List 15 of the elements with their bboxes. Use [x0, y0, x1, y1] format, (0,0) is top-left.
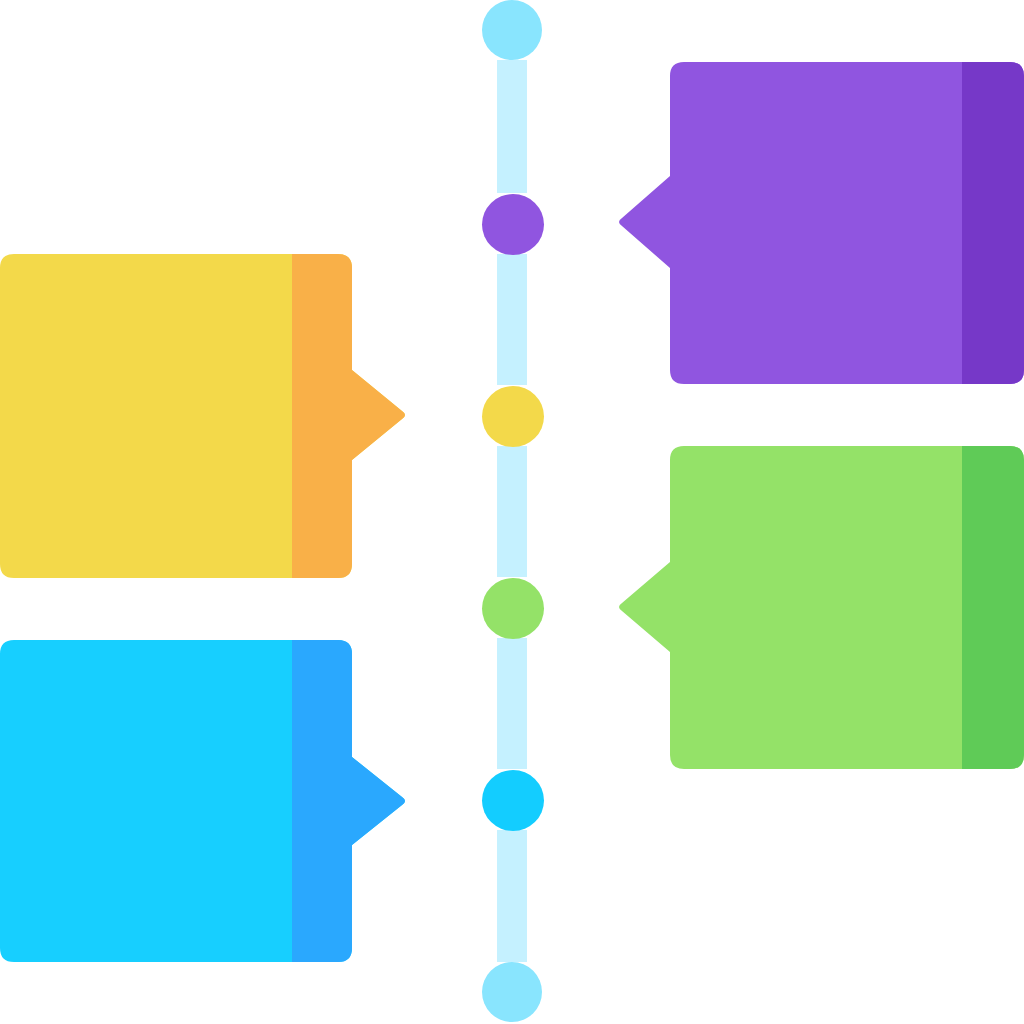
- timeline-line: [497, 830, 527, 962]
- timeline-line: [497, 638, 527, 769]
- speech-bubble: [0, 254, 408, 578]
- timeline-dot: [482, 962, 542, 1022]
- timeline-line: [497, 446, 527, 577]
- timeline-line: [497, 60, 527, 193]
- timeline-dot: [481, 577, 543, 638]
- timeline-line: [497, 254, 527, 385]
- speech-bubble: [616, 446, 1024, 769]
- timeline-dot: [481, 193, 543, 254]
- timeline-dot: [482, 0, 542, 60]
- timeline-dot: [481, 385, 543, 446]
- speech-bubble: [616, 62, 1024, 384]
- speech-bubble: [0, 639, 408, 961]
- timeline-dot: [481, 769, 543, 830]
